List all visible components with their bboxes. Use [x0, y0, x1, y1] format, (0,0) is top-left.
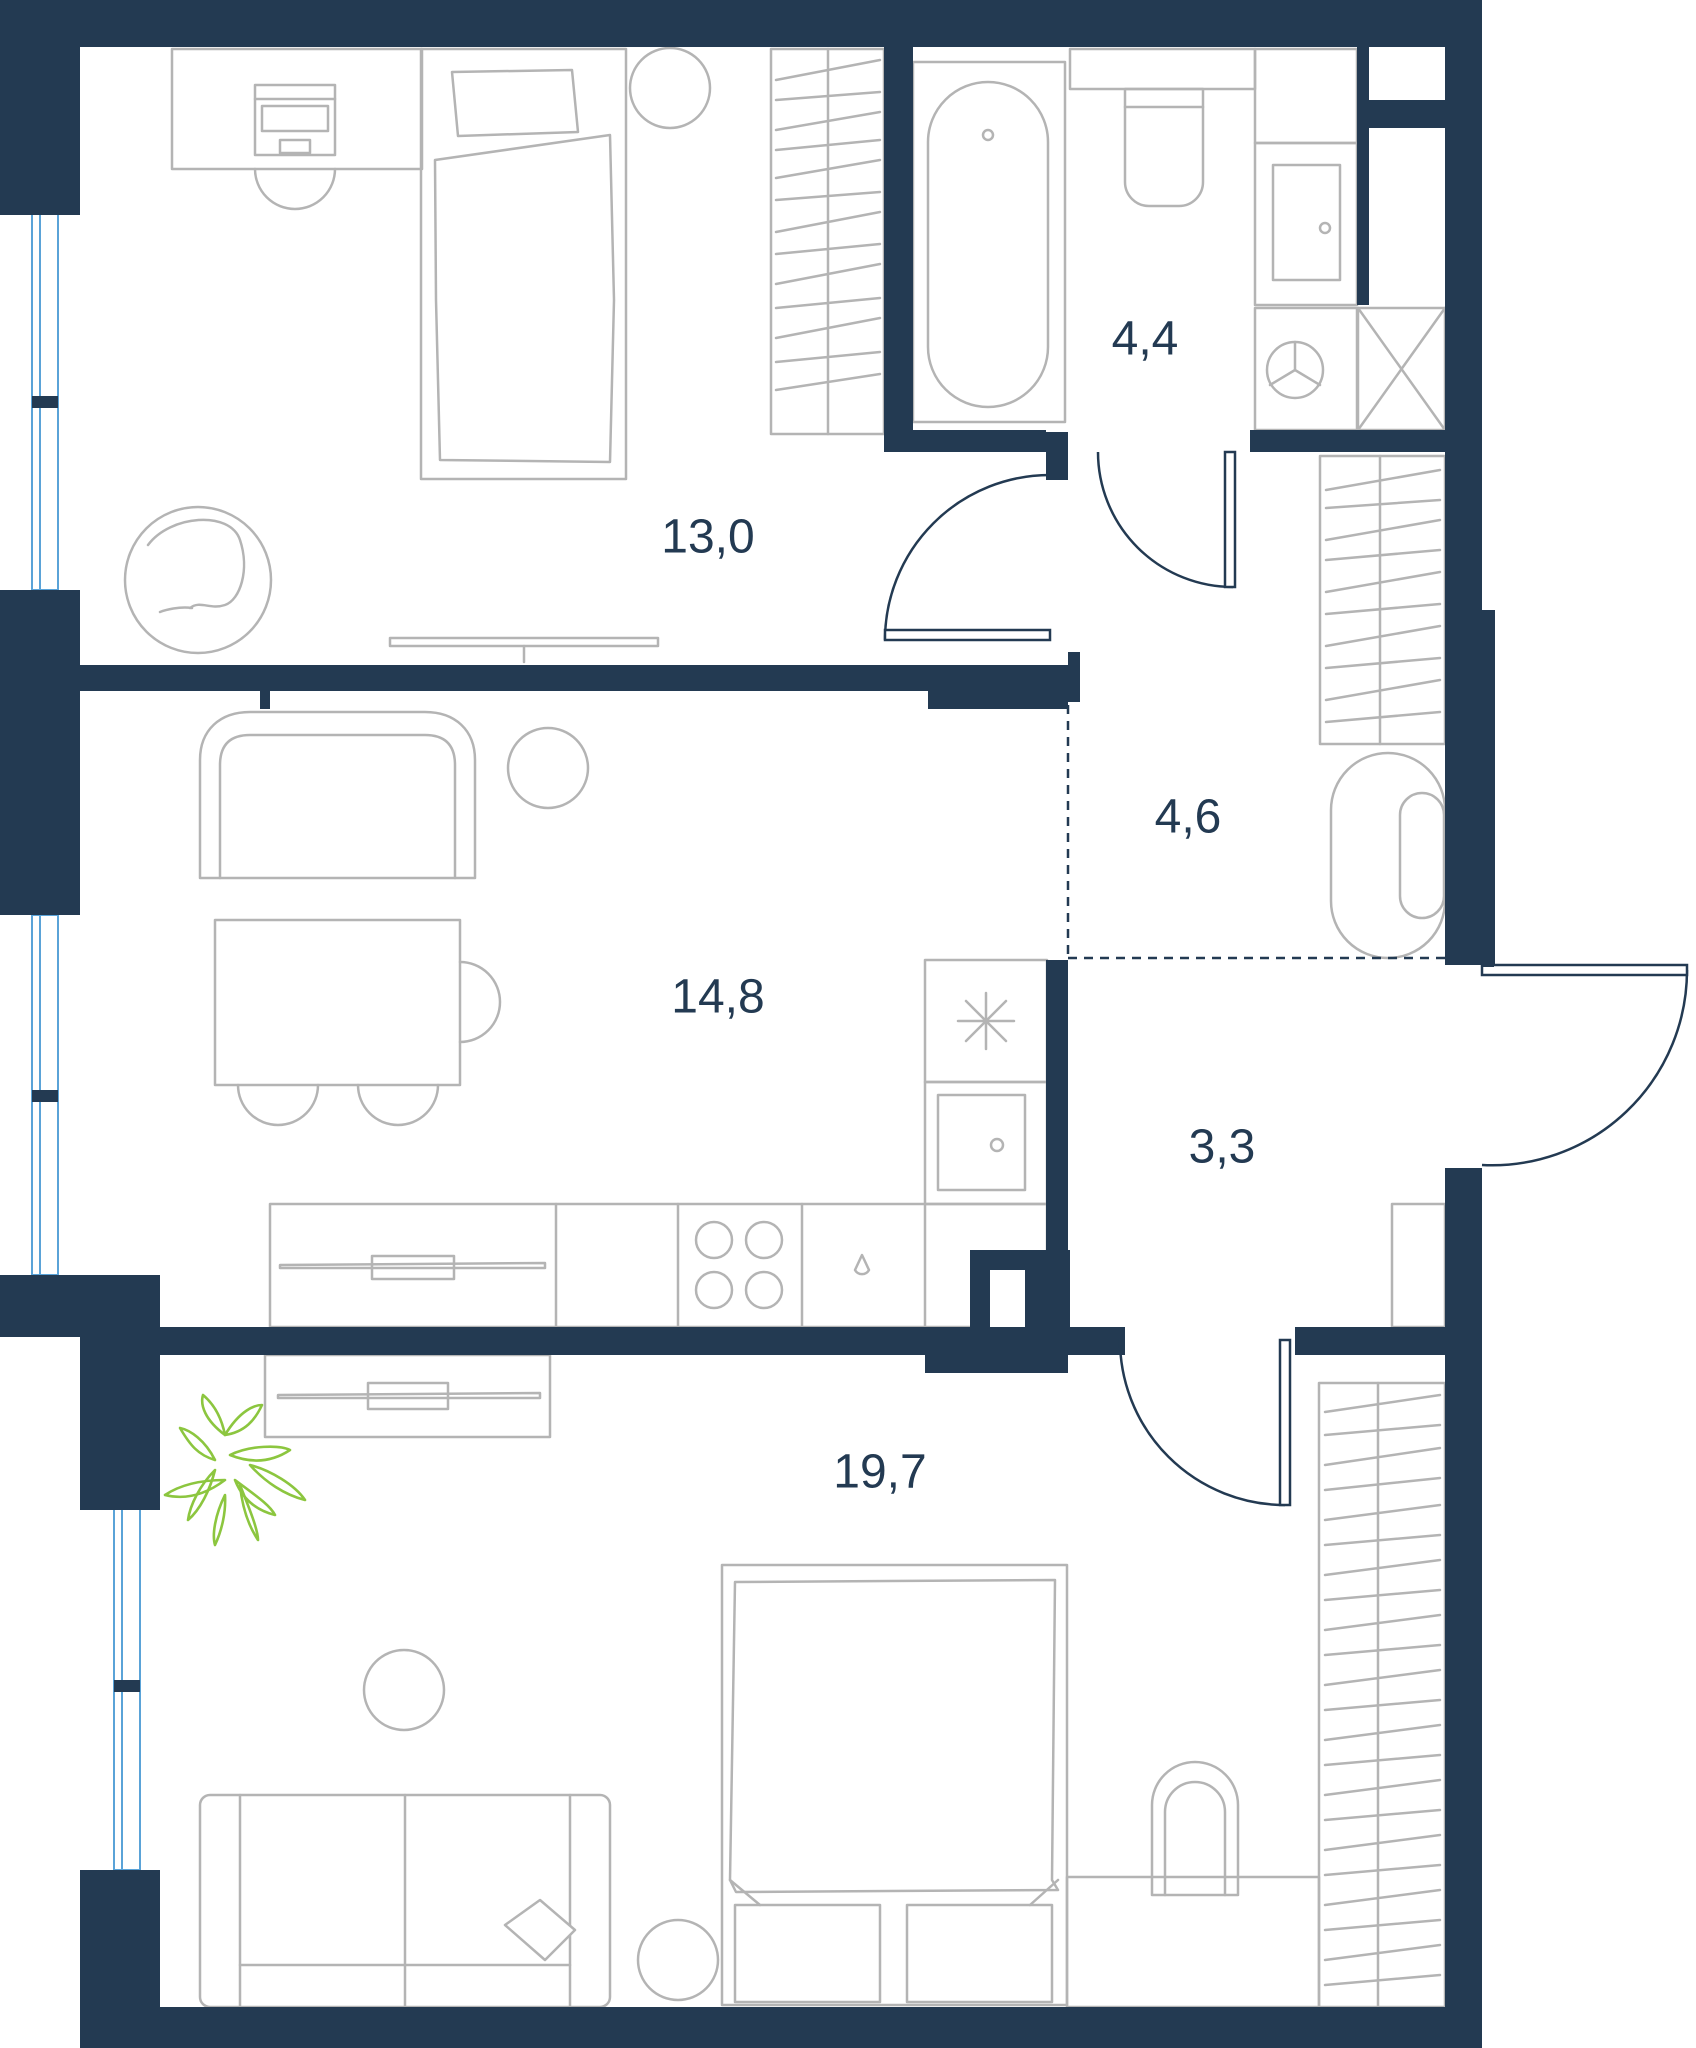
- desk: [170, 47, 424, 211]
- cooktop: [694, 1220, 784, 1310]
- bedroom-stool-2: [636, 1918, 720, 2002]
- hallway-pouf: [1329, 751, 1447, 960]
- wardrobe: [769, 47, 886, 436]
- area-bedroom-large: 19,7: [833, 1446, 926, 1499]
- single-bed: [419, 47, 628, 481]
- stool: [628, 46, 712, 130]
- sofa-large: [198, 1793, 612, 2009]
- kitchen-sink: [923, 1080, 1049, 1206]
- shaft: [1356, 306, 1447, 432]
- shoe-cabinet: [1390, 1202, 1447, 1329]
- area-kitchen-living: 14,8: [671, 971, 764, 1024]
- niche: [990, 1268, 1025, 1327]
- armchair: [123, 505, 273, 655]
- niche-top: [975, 1255, 1070, 1270]
- kitchen-counter: [268, 1202, 1049, 1329]
- bedroom-chair: [1150, 1760, 1240, 1897]
- area-labels: 13,0 4,4 4,6 14,8 3,3 19,7: [661, 313, 1255, 1499]
- door-bathroom: [1096, 451, 1234, 589]
- side-table: [506, 726, 590, 810]
- doors: [883, 450, 1689, 1507]
- nightstand: [1065, 1875, 1321, 2009]
- door-bedroom-large: [1118, 1339, 1286, 1507]
- door-bedroom-small: [883, 473, 1051, 641]
- toilet: [1068, 47, 1257, 208]
- bathtub: [911, 60, 1067, 424]
- bedroom-wardrobe: [1317, 1381, 1447, 2009]
- washing-machine: [1253, 306, 1359, 432]
- dining-table: [213, 918, 502, 1127]
- bedroom-stool: [362, 1648, 446, 1732]
- hallway-wardrobe: [1318, 454, 1447, 746]
- niche-left: [975, 1255, 990, 1335]
- furniture-layer: [123, 46, 1447, 2009]
- area-bedroom-small: 13,0: [661, 511, 754, 564]
- oven-icon: [853, 1253, 871, 1276]
- fridge: [923, 958, 1049, 1084]
- plant-icon: [163, 1393, 307, 1547]
- double-bed: [720, 1563, 1069, 2007]
- sofa-small: [198, 710, 477, 880]
- tv-unit: [263, 1353, 552, 1439]
- entrance-door: [1481, 969, 1689, 1167]
- area-bathroom: 4,4: [1112, 313, 1179, 366]
- windows: [31, 209, 141, 1871]
- sliding-door: [388, 636, 660, 664]
- sink: [1253, 47, 1359, 307]
- area-hallway: 4,6: [1155, 791, 1222, 844]
- area-entrance: 3,3: [1189, 1121, 1256, 1174]
